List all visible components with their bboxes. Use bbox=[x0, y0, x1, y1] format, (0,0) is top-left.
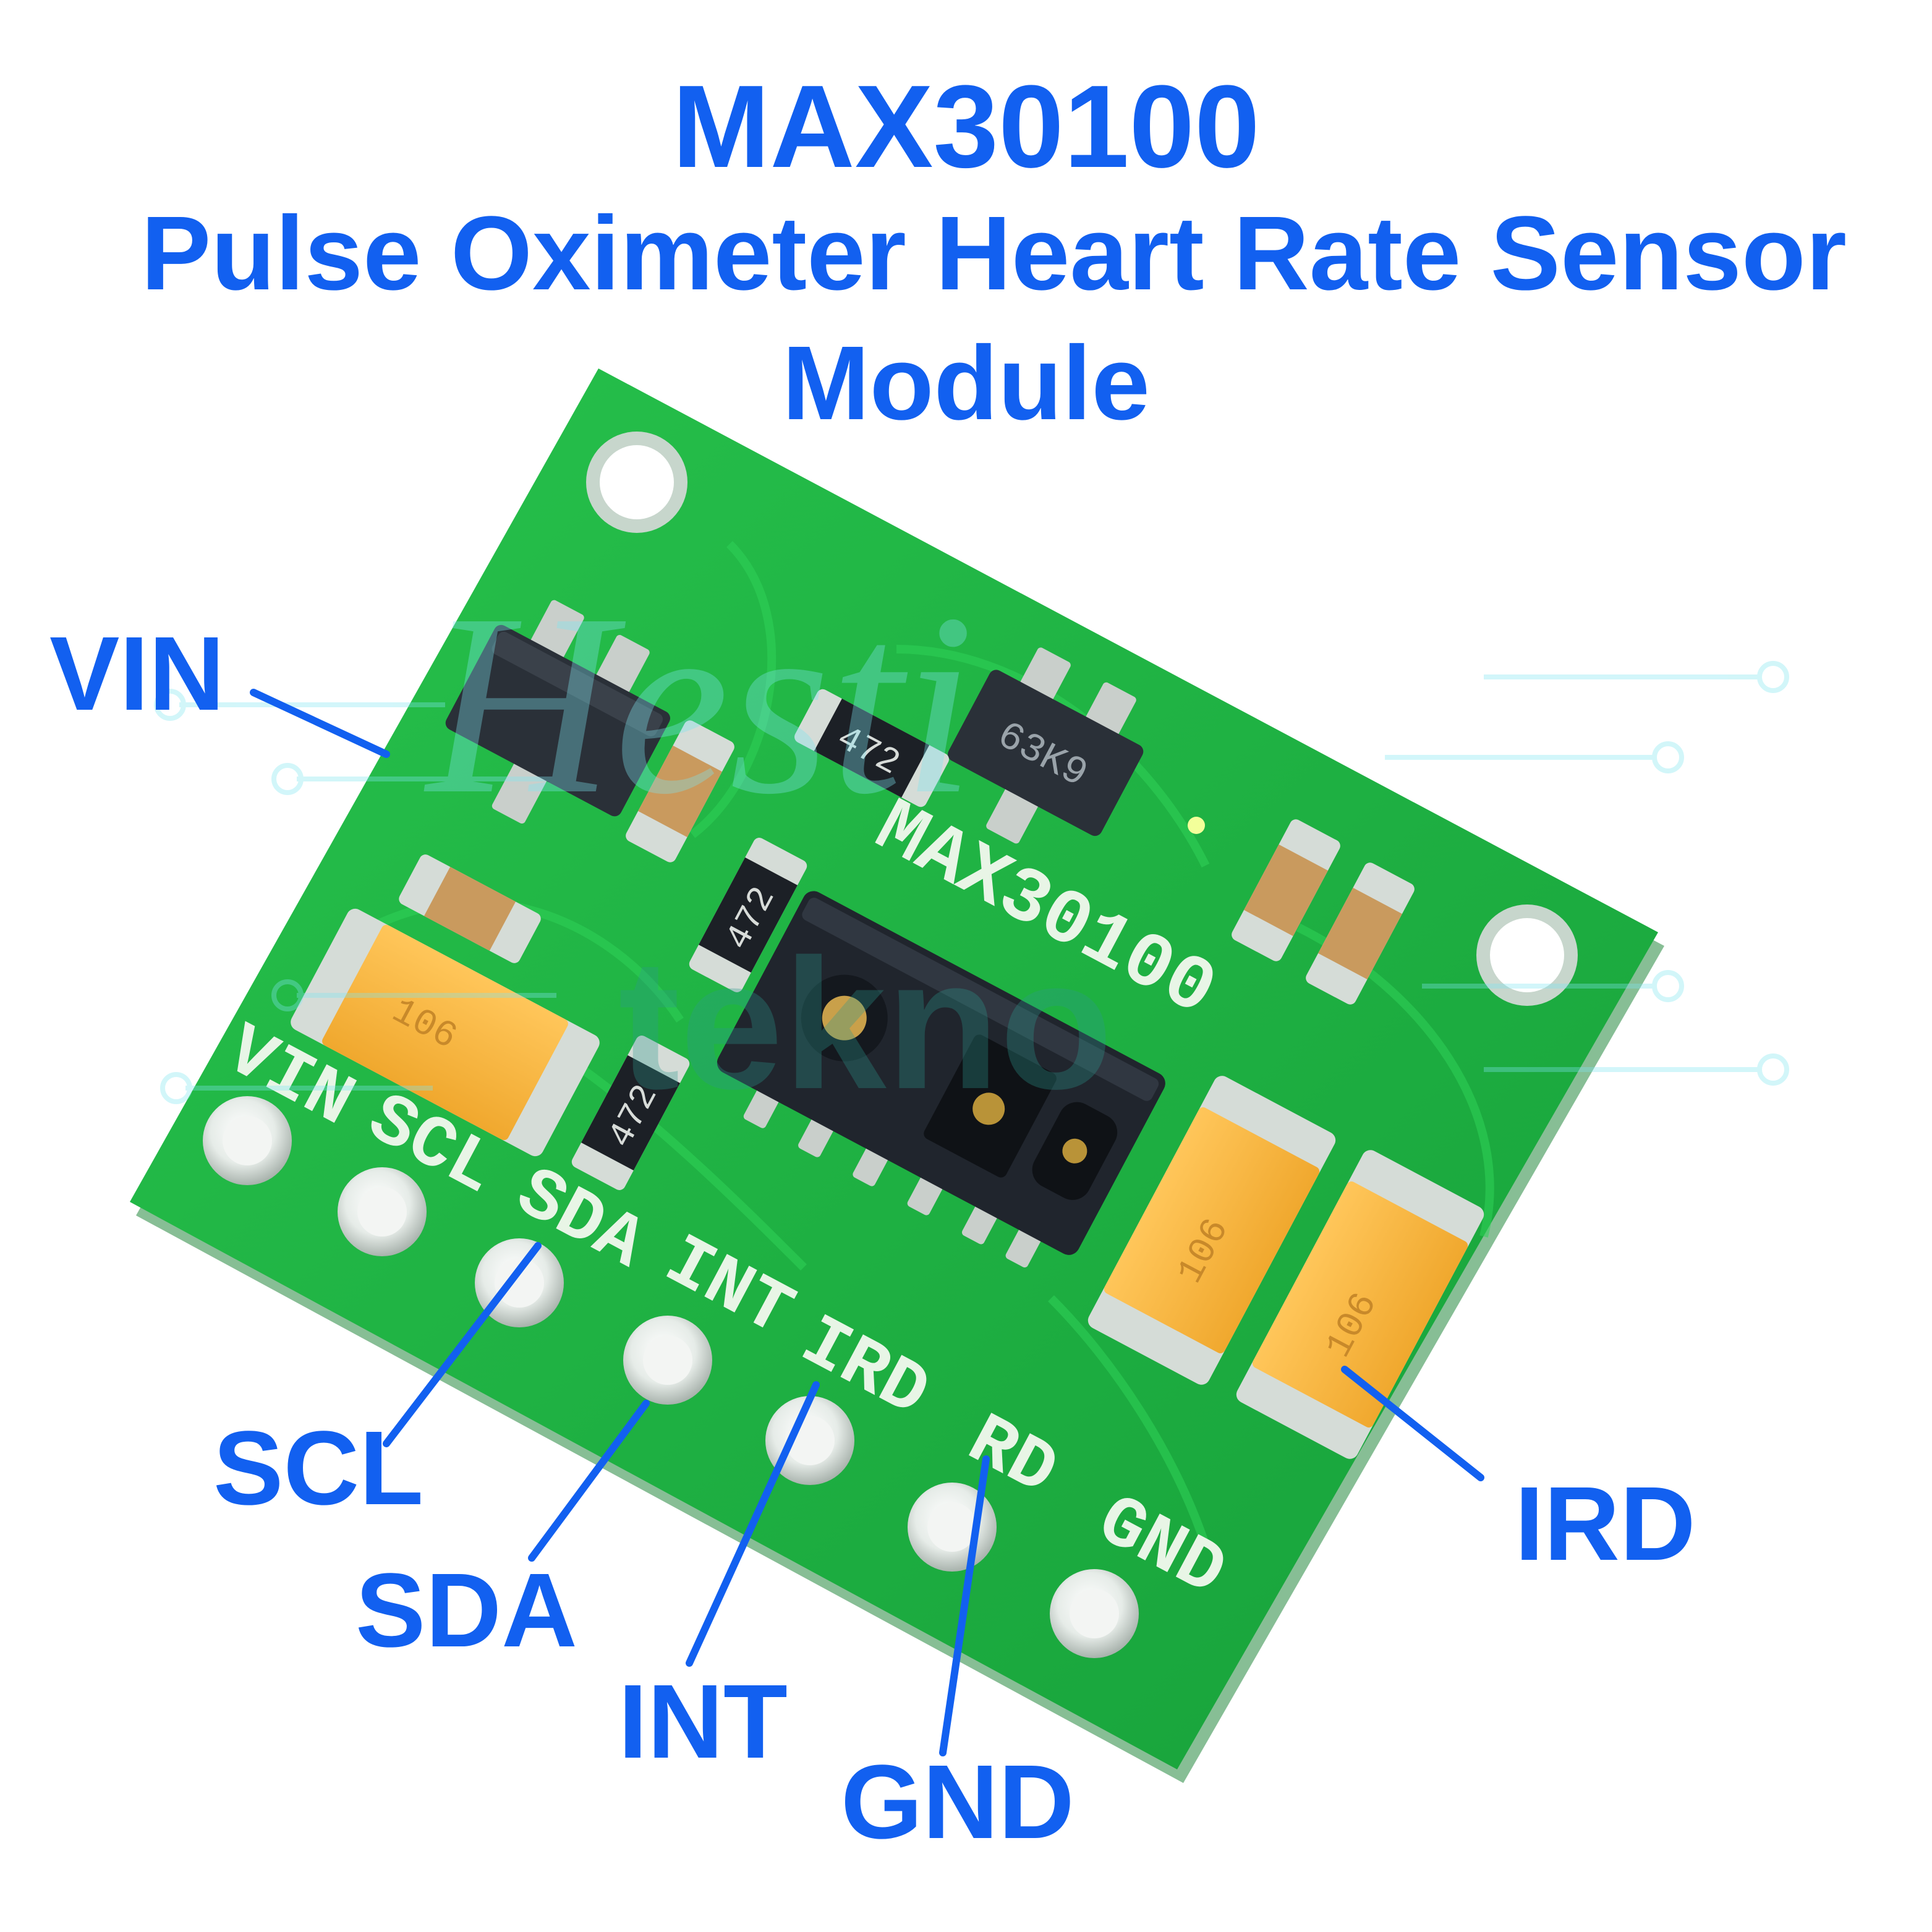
label-vin: VIN bbox=[49, 615, 225, 733]
label-ird: IRD bbox=[1515, 1465, 1696, 1583]
leader-lines bbox=[250, 689, 1484, 1756]
resistor: 472 472 472 bbox=[571, 689, 949, 1190]
max30100-sensor-chip bbox=[717, 891, 1165, 1268]
tantalum-capacitor: 106 106 106 bbox=[291, 908, 1484, 1459]
title-part-number: MAX30100 bbox=[672, 61, 1260, 192]
ceramic-capacitor bbox=[399, 720, 1415, 1005]
pin-pads bbox=[203, 1096, 1139, 1658]
label-int: INT bbox=[618, 1663, 788, 1781]
regulator-chip bbox=[445, 600, 670, 824]
title-description: Pulse Oximeter Heart Rate Sensor bbox=[141, 195, 1847, 312]
label-sda: SDA bbox=[355, 1552, 577, 1669]
label-scl: SCL bbox=[213, 1410, 423, 1527]
svg-text:Hesti: Hesti bbox=[422, 560, 974, 848]
title-module: Module bbox=[782, 325, 1150, 442]
svg-text:tekno: tekno bbox=[618, 920, 1113, 1128]
watermark: Hesti tekno bbox=[154, 560, 1789, 1128]
status-led bbox=[1188, 817, 1205, 834]
transistor-chip: 63K9 bbox=[948, 647, 1144, 844]
label-gnd: GND bbox=[841, 1743, 1075, 1861]
